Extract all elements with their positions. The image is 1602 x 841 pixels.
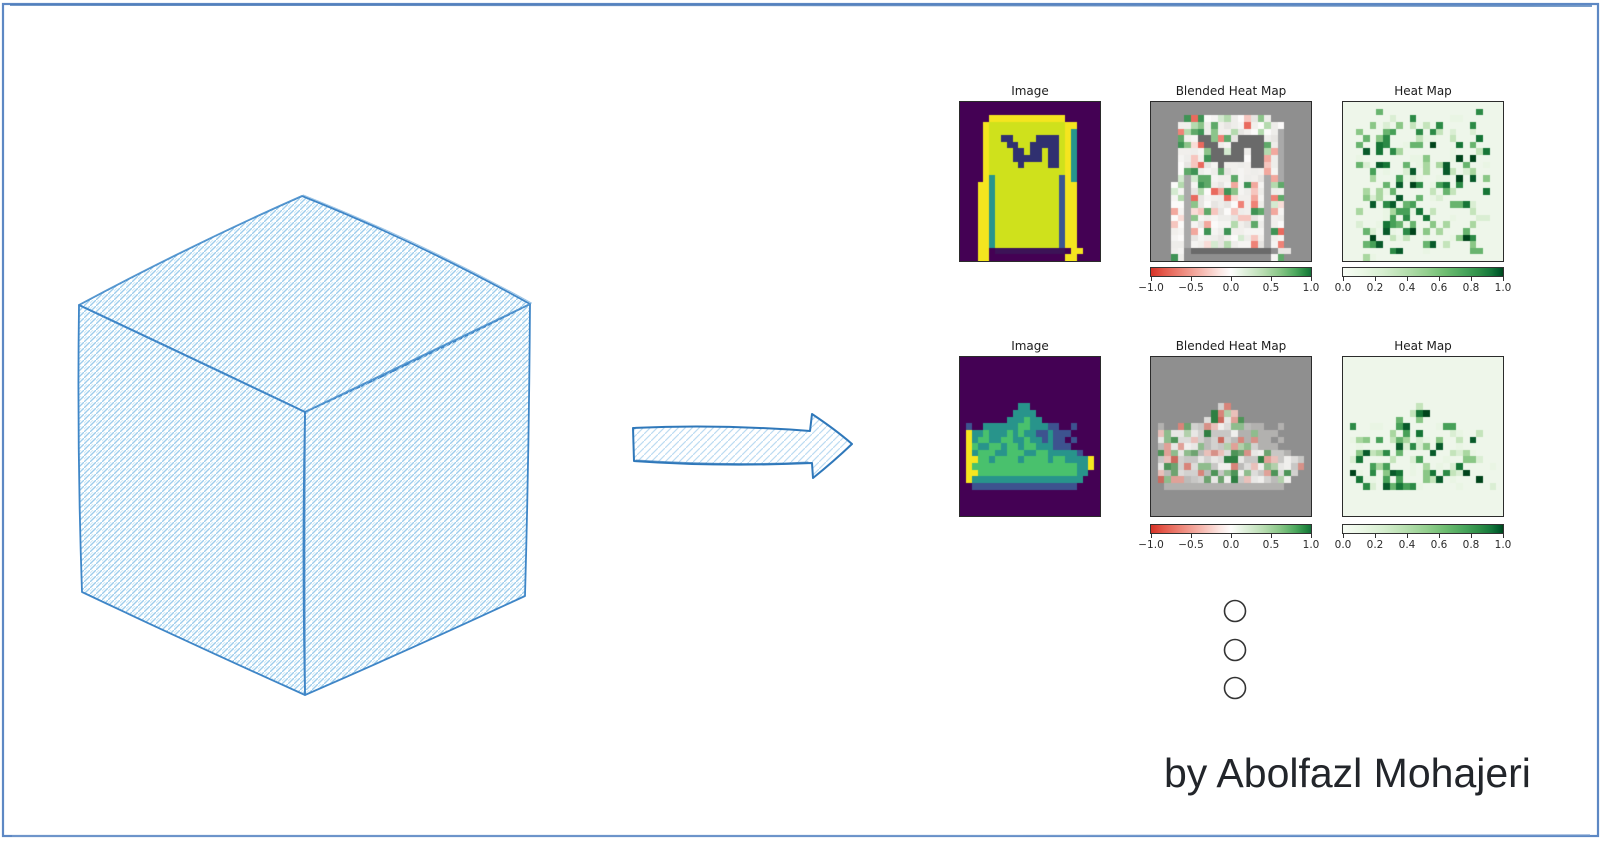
colorbar-tick-label: 0.0 — [1334, 539, 1352, 551]
colorbar-tick-label: −1.0 — [1138, 282, 1164, 294]
colorbar-tick-label: 0.0 — [1222, 282, 1240, 294]
colorbar-tick-label: −1.0 — [1138, 539, 1164, 551]
greens-colorbar: 0.0 0.2 0.4 0.6 0.8 1.0 — [1335, 267, 1511, 294]
colorbar-tick — [1151, 277, 1152, 281]
panel-title-heat-map: Heat Map — [1394, 84, 1452, 98]
colorbar-tick-label: 1.0 — [1302, 282, 1320, 294]
blended-heat-map-canvas — [1151, 357, 1311, 516]
colorbar-tick — [1503, 277, 1504, 281]
heat-map-panel — [1342, 356, 1504, 517]
panel-title-image: Image — [1011, 339, 1049, 353]
colorbar-tick-label: −0.5 — [1178, 282, 1204, 294]
author-credit: by Abolfazl Mohajeri — [1164, 750, 1531, 796]
blended-heat-map-panel — [1150, 356, 1312, 517]
colorbar-tick — [1471, 534, 1472, 538]
ellipsis-dot — [1223, 599, 1247, 623]
heat-map-canvas — [1343, 102, 1503, 261]
colorbar-tick-label: 1.0 — [1494, 539, 1512, 551]
colorbar-tick-label: 0.8 — [1462, 282, 1480, 294]
colorbar-tick-label: −0.5 — [1178, 539, 1204, 551]
ellipsis-dot — [1223, 638, 1247, 662]
colorbar-tick-label: 0.5 — [1262, 282, 1280, 294]
blended-heat-map-panel — [1150, 101, 1312, 262]
ellipsis-dot — [1223, 676, 1247, 700]
image-canvas — [960, 357, 1100, 516]
colorbar-tick — [1343, 277, 1344, 281]
colorbar-tick-label: 0.5 — [1262, 539, 1280, 551]
blended-heat-map-canvas — [1151, 102, 1311, 261]
colorbar-tick-label: 0.6 — [1430, 539, 1448, 551]
arrow-overstroke — [635, 459, 809, 465]
diverging-colorbar: −1.0 −0.5 0.0 0.5 1.0 — [1138, 524, 1319, 551]
panel-title-blended-heat-map: Blended Heat Map — [1175, 84, 1287, 98]
colorbar-tick — [1343, 534, 1344, 538]
colorbar-tick — [1311, 277, 1312, 281]
panel-title-image: Image — [1011, 84, 1049, 98]
panel-title-blended-heat-map: Blended Heat Map — [1175, 339, 1287, 353]
colorbar-tick — [1191, 277, 1192, 281]
colorbar-tick — [1311, 534, 1312, 538]
panel-title-heat-map: Heat Map — [1394, 339, 1452, 353]
colorbar-tick-label: 0.4 — [1398, 282, 1416, 294]
colorbar-tick — [1271, 277, 1272, 281]
colorbar-tick — [1271, 534, 1272, 538]
colorbar-tick-label: 0.0 — [1222, 539, 1240, 551]
cube-sketch — [77, 194, 532, 696]
colorbar-tick — [1231, 277, 1232, 281]
colorbar-tick — [1407, 534, 1408, 538]
colorbar-tick — [1471, 277, 1472, 281]
colorbar-tick — [1407, 277, 1408, 281]
colorbar-tick — [1439, 534, 1440, 538]
ellipsis-dots — [1223, 599, 1247, 700]
colorbar-tick — [1231, 534, 1232, 538]
colorbar-tick — [1375, 277, 1376, 281]
colorbar-tick-label: 0.8 — [1462, 539, 1480, 551]
arrow-shape — [632, 413, 853, 479]
heat-map-panel — [1342, 101, 1504, 262]
colorbar-tick-label: 0.4 — [1398, 539, 1416, 551]
colorbar-tick-label: 0.2 — [1366, 282, 1384, 294]
colorbar-tick — [1375, 534, 1376, 538]
colorbar-tick — [1191, 534, 1192, 538]
colorbar-tick-label: 1.0 — [1302, 539, 1320, 551]
arrow-sketch — [632, 413, 853, 479]
colorbar-tick — [1151, 534, 1152, 538]
heat-map-canvas — [1343, 357, 1503, 516]
image-panel — [959, 101, 1101, 262]
colorbar-tick-label: 1.0 — [1494, 282, 1512, 294]
colorbar-tick — [1503, 534, 1504, 538]
colorbar-tick-label: 0.6 — [1430, 282, 1448, 294]
colorbar-tick-label: 0.0 — [1334, 282, 1352, 294]
image-canvas — [960, 102, 1100, 261]
image-panel — [959, 356, 1101, 517]
greens-colorbar: 0.0 0.2 0.4 0.6 0.8 1.0 — [1335, 524, 1511, 551]
colorbar-tick-label: 0.2 — [1366, 539, 1384, 551]
diverging-colorbar: −1.0 −0.5 0.0 0.5 1.0 — [1138, 267, 1319, 294]
colorbar-tick — [1439, 277, 1440, 281]
cube-sketch-overstroke — [80, 194, 532, 412]
